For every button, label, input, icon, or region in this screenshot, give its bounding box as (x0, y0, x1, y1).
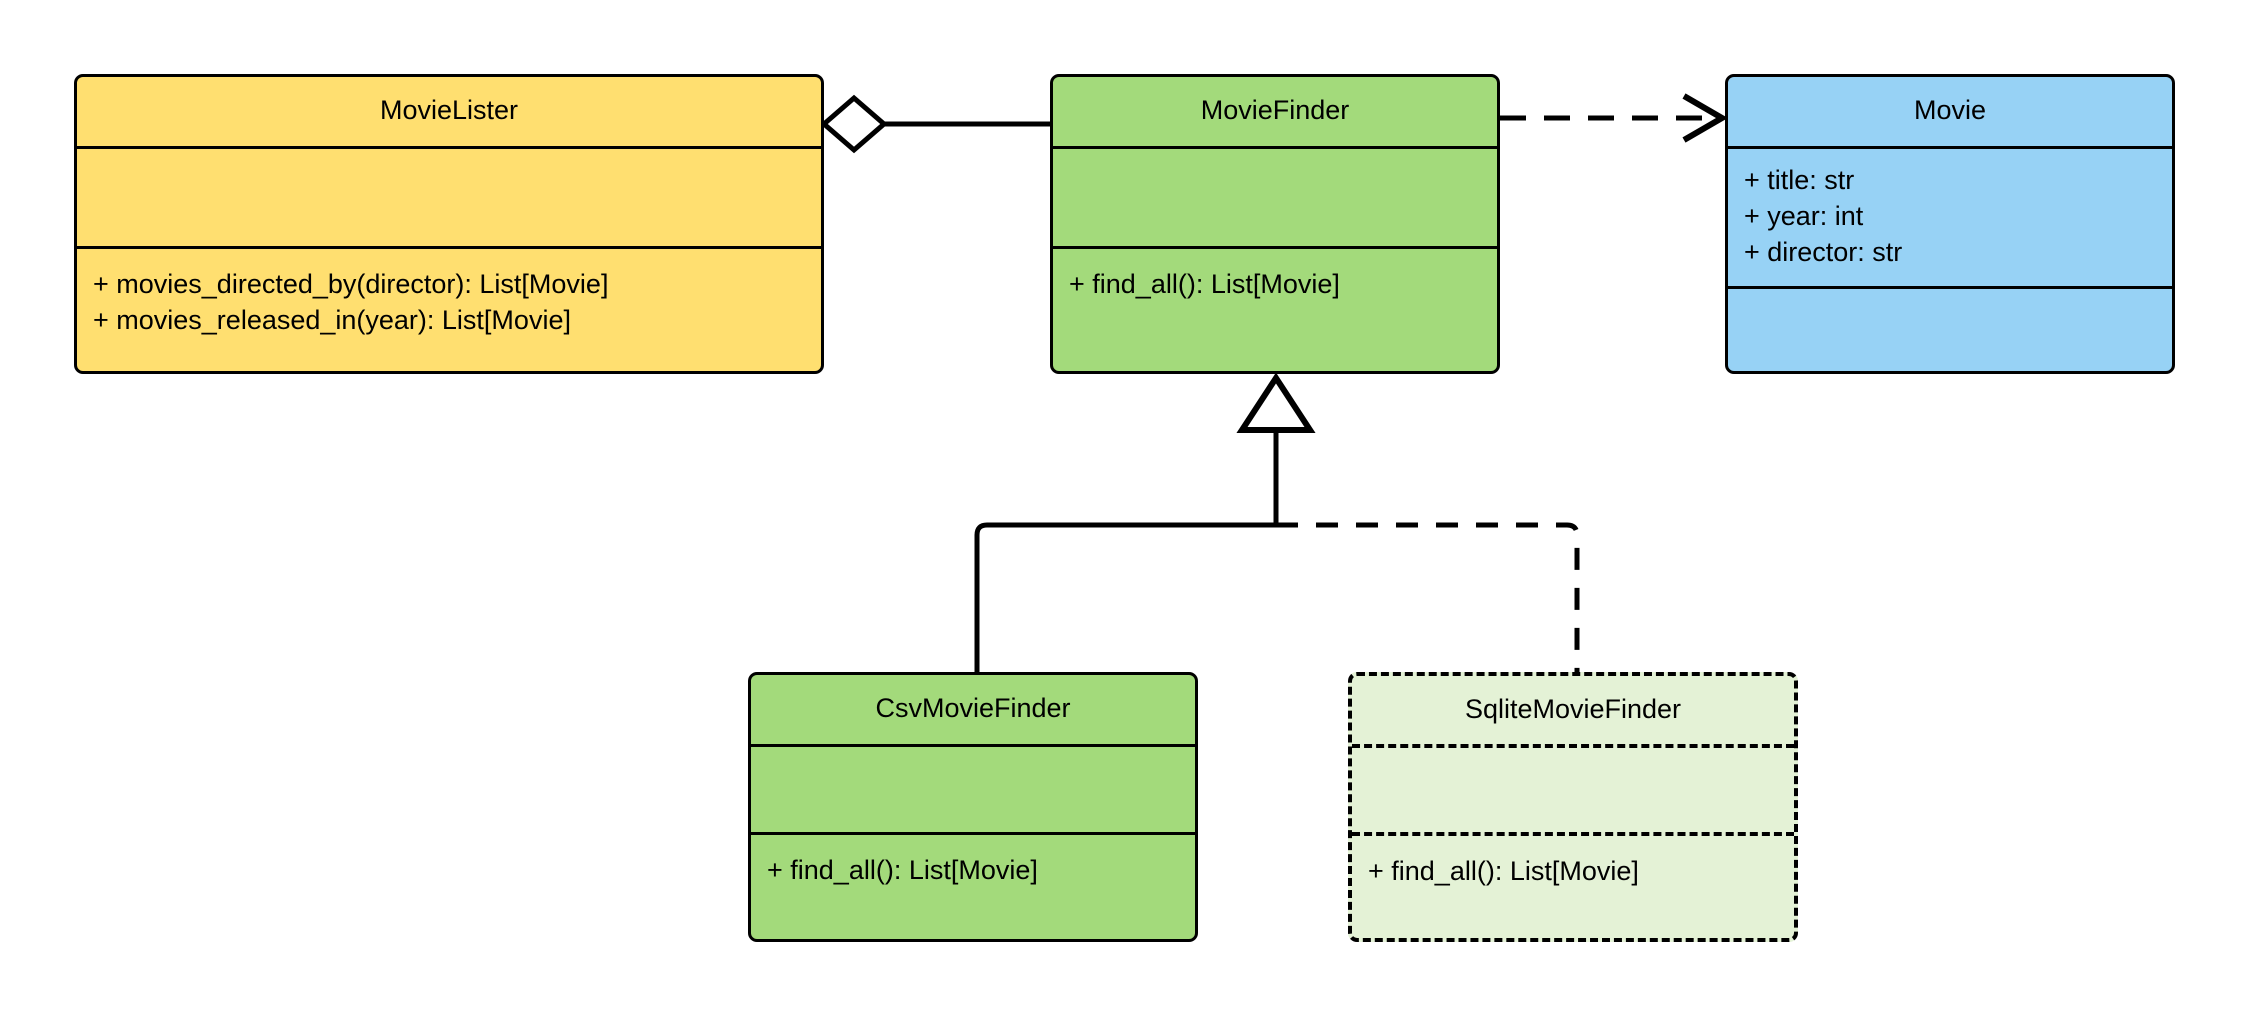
attribute-item: + director: str (1744, 236, 1903, 267)
class-operations-csv-movie-finder: + find_all(): List[Movie] (751, 835, 1195, 939)
edge-aggregation-lister-finder[interactable] (820, 94, 1050, 154)
operation-item: + find_all(): List[Movie] (1069, 269, 1340, 299)
class-attributes-movie: + title: str + year: int + director: str (1728, 149, 2172, 289)
class-operations-sqlite-movie-finder: + find_all(): List[Movie] (1352, 836, 1794, 938)
operation-item: + find_all(): List[Movie] (767, 855, 1038, 885)
class-box-movie-finder[interactable]: MovieFinder + find_all(): List[Movie] (1050, 74, 1500, 374)
class-name-sqlite-movie-finder: SqliteMovieFinder (1352, 676, 1794, 748)
hollow-triangle-marker (1236, 372, 1316, 433)
attribute-item: + title: str (1744, 165, 1855, 195)
operation-item: + movies_directed_by(director): List[Mov… (93, 269, 609, 299)
class-operations-movie-finder: + find_all(): List[Movie] (1053, 249, 1497, 371)
class-name-csv-movie-finder: CsvMovieFinder (751, 675, 1195, 747)
edge-dependency-finder-movie[interactable] (1500, 93, 1728, 143)
class-box-csv-movie-finder[interactable]: CsvMovieFinder + find_all(): List[Movie] (748, 672, 1198, 942)
operation-item: + movies_released_in(year): List[Movie] (93, 304, 571, 335)
class-name-movie-finder: MovieFinder (1053, 77, 1497, 149)
class-attributes-csv-movie-finder (751, 747, 1195, 835)
class-operations-movie (1728, 289, 2172, 371)
class-operations-movie-lister: + movies_directed_by(director): List[Mov… (77, 249, 821, 371)
realization-branch-sqlite (1276, 522, 1580, 672)
class-attributes-sqlite-movie-finder (1352, 748, 1794, 836)
class-name-movie-lister: MovieLister (77, 77, 821, 149)
operation-item: + find_all(): List[Movie] (1368, 856, 1639, 886)
attribute-item: + year: int (1744, 200, 1864, 231)
class-attributes-movie-lister (77, 149, 821, 249)
class-name-movie: Movie (1728, 77, 2172, 149)
hollow-diamond-marker (820, 94, 888, 154)
edge-generalization-tree[interactable] (974, 372, 1580, 672)
generalization-branch-csv (974, 522, 1276, 672)
class-box-movie-lister[interactable]: MovieLister + movies_directed_by(directo… (74, 74, 824, 374)
class-box-sqlite-movie-finder[interactable]: SqliteMovieFinder + find_all(): List[Mov… (1348, 672, 1798, 942)
open-arrowhead-marker (1682, 93, 1728, 143)
class-attributes-movie-finder (1053, 149, 1497, 249)
class-box-movie[interactable]: Movie + title: str + year: int + directo… (1725, 74, 2175, 374)
